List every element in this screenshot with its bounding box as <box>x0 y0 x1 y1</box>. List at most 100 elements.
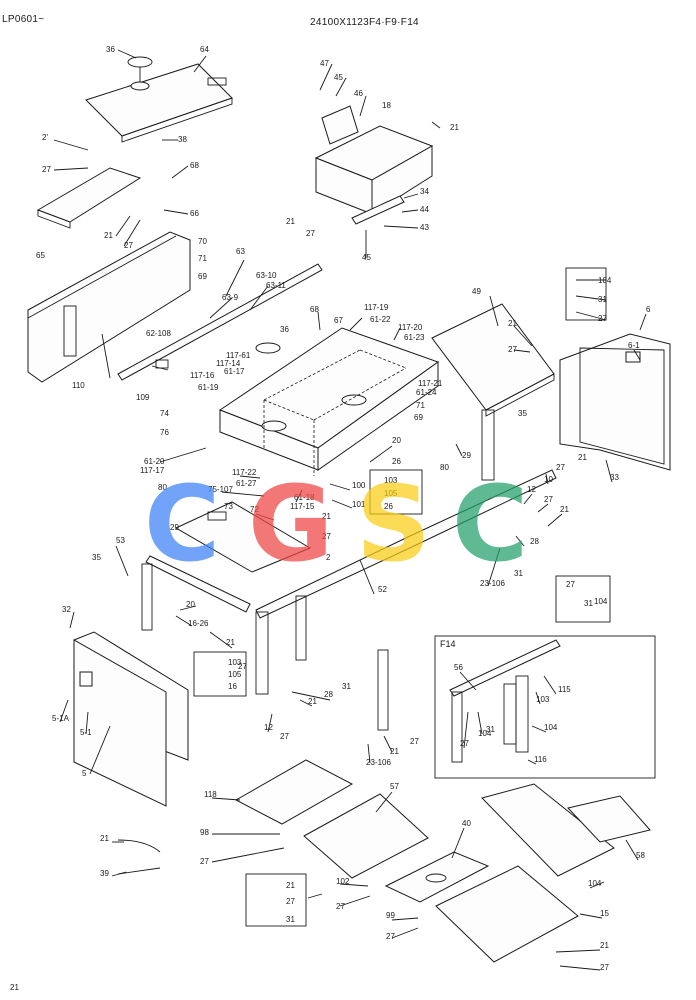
part-callout-2: 2 <box>326 553 331 562</box>
leader-line <box>477 711 483 735</box>
part-callout-16-26: 16-26 <box>188 619 209 628</box>
part-callout-61-19: 61-19 <box>198 383 219 392</box>
part-callout-102: 102 <box>336 877 350 886</box>
leader-line <box>543 675 557 695</box>
leader-line <box>115 545 129 577</box>
leader-line <box>383 225 419 229</box>
part-callout-65: 65 <box>36 251 45 260</box>
part-callout-21: 21 <box>578 453 587 462</box>
part-callout-74: 74 <box>160 409 169 418</box>
leader-line <box>515 535 525 547</box>
part-callout-28: 28 <box>324 690 333 699</box>
leader-line <box>391 927 419 939</box>
part-callout-104: 104 <box>544 723 558 732</box>
part-callout-27: 27 <box>386 932 395 941</box>
part-callout-5-1: 5-1 <box>80 728 92 737</box>
part-callout-52: 52 <box>378 585 387 594</box>
part-callout-16: 16 <box>228 682 237 691</box>
part-callout-105: 105 <box>384 489 398 498</box>
leader-line <box>639 313 647 331</box>
leader-line <box>193 55 207 73</box>
part-callout-117-21: 117-21 <box>418 379 443 388</box>
model-code: 24100X1123F4·F9·F14 <box>310 17 419 28</box>
part-callout-15: 15 <box>600 909 609 918</box>
part-callout-44: 44 <box>420 205 429 214</box>
part-callout-99: 99 <box>386 911 395 920</box>
small-parts <box>117 839 161 875</box>
part-callout-101: 101 <box>352 500 366 509</box>
part-callout-76: 76 <box>160 428 169 437</box>
leader-line <box>559 965 601 971</box>
part-callout-80: 80 <box>158 483 167 492</box>
leader-line <box>335 77 347 97</box>
rod-63 <box>117 263 323 381</box>
part-callout-27: 27 <box>460 739 469 748</box>
part-callout-61-18: 61-18 <box>294 493 315 502</box>
part-callout-80: 80 <box>440 463 449 472</box>
leader-line <box>459 671 477 691</box>
part-callout-63: 63 <box>236 247 245 256</box>
part-callout-117-16: 117-16 <box>190 371 215 380</box>
part-callout-27: 27 <box>124 241 133 250</box>
leader-line <box>605 459 613 483</box>
part-callout-21: 21 <box>10 983 19 992</box>
side-panel-6 <box>559 333 671 471</box>
leader-line <box>537 503 549 513</box>
frame-52 <box>141 409 557 731</box>
part-callout-20: 20 <box>392 436 401 445</box>
part-callout-103: 103 <box>536 695 550 704</box>
leader-line <box>339 883 369 887</box>
leader-line <box>489 295 499 327</box>
part-callout-27: 27 <box>598 314 607 323</box>
part-callout-71: 71 <box>198 254 207 263</box>
part-callout-21: 21 <box>100 834 109 843</box>
leader-line <box>53 139 89 151</box>
part-callout-33: 33 <box>610 473 619 482</box>
part-callout-23-106: 23-106 <box>366 758 391 767</box>
leader-line <box>85 711 89 735</box>
leader-line <box>291 691 331 701</box>
part-callout-117-19: 117-19 <box>364 303 389 312</box>
part-callout-27: 27 <box>200 857 209 866</box>
part-callout-27: 27 <box>322 532 331 541</box>
part-callout-21: 21 <box>322 512 331 521</box>
leader-line <box>575 295 607 301</box>
part-callout-104: 104 <box>588 879 602 888</box>
part-callout-6-1: 6-1 <box>628 341 640 350</box>
leader-line <box>53 167 89 171</box>
part-callout-31: 31 <box>584 599 593 608</box>
side-door-32 <box>73 631 189 807</box>
leader-line <box>221 491 265 497</box>
part-callout-104: 104 <box>478 729 492 738</box>
part-callout-20: 20 <box>186 600 195 609</box>
part-callout-12: 12 <box>527 485 536 494</box>
part-callout-10: 10 <box>544 475 553 484</box>
leader-line <box>69 611 75 629</box>
part-callout-61-24: 61-24 <box>416 388 437 397</box>
part-callout-110: 110 <box>72 381 85 390</box>
leader-line <box>625 839 639 861</box>
part-callout-35: 35 <box>92 553 101 562</box>
part-callout-100: 100 <box>352 481 366 490</box>
part-callout-63-10: 63-10 <box>256 271 277 280</box>
part-callout-75-107: 75-107 <box>208 485 233 494</box>
leader-line <box>523 493 533 505</box>
leader-line <box>545 473 549 485</box>
part-callout-31: 31 <box>342 682 351 691</box>
side-panel-62 <box>27 231 191 383</box>
part-callout-21: 21 <box>286 217 295 226</box>
part-callout-104: 104 <box>598 276 612 285</box>
part-callout-32: 32 <box>62 605 71 614</box>
part-callout-117-14: 117-14 <box>216 359 241 368</box>
leader-line <box>369 445 393 463</box>
floor-panels <box>234 759 651 963</box>
part-callout-36: 36 <box>106 45 115 54</box>
part-callout-5: 5 <box>82 769 87 778</box>
part-callout-63-9: 63-9 <box>222 293 239 302</box>
part-callout-49: 49 <box>472 287 481 296</box>
part-callout-27: 27 <box>286 897 295 906</box>
panel-64 <box>85 56 233 143</box>
part-callout-53: 53 <box>116 536 125 545</box>
leader-line <box>329 483 351 491</box>
leader-line <box>209 631 233 649</box>
